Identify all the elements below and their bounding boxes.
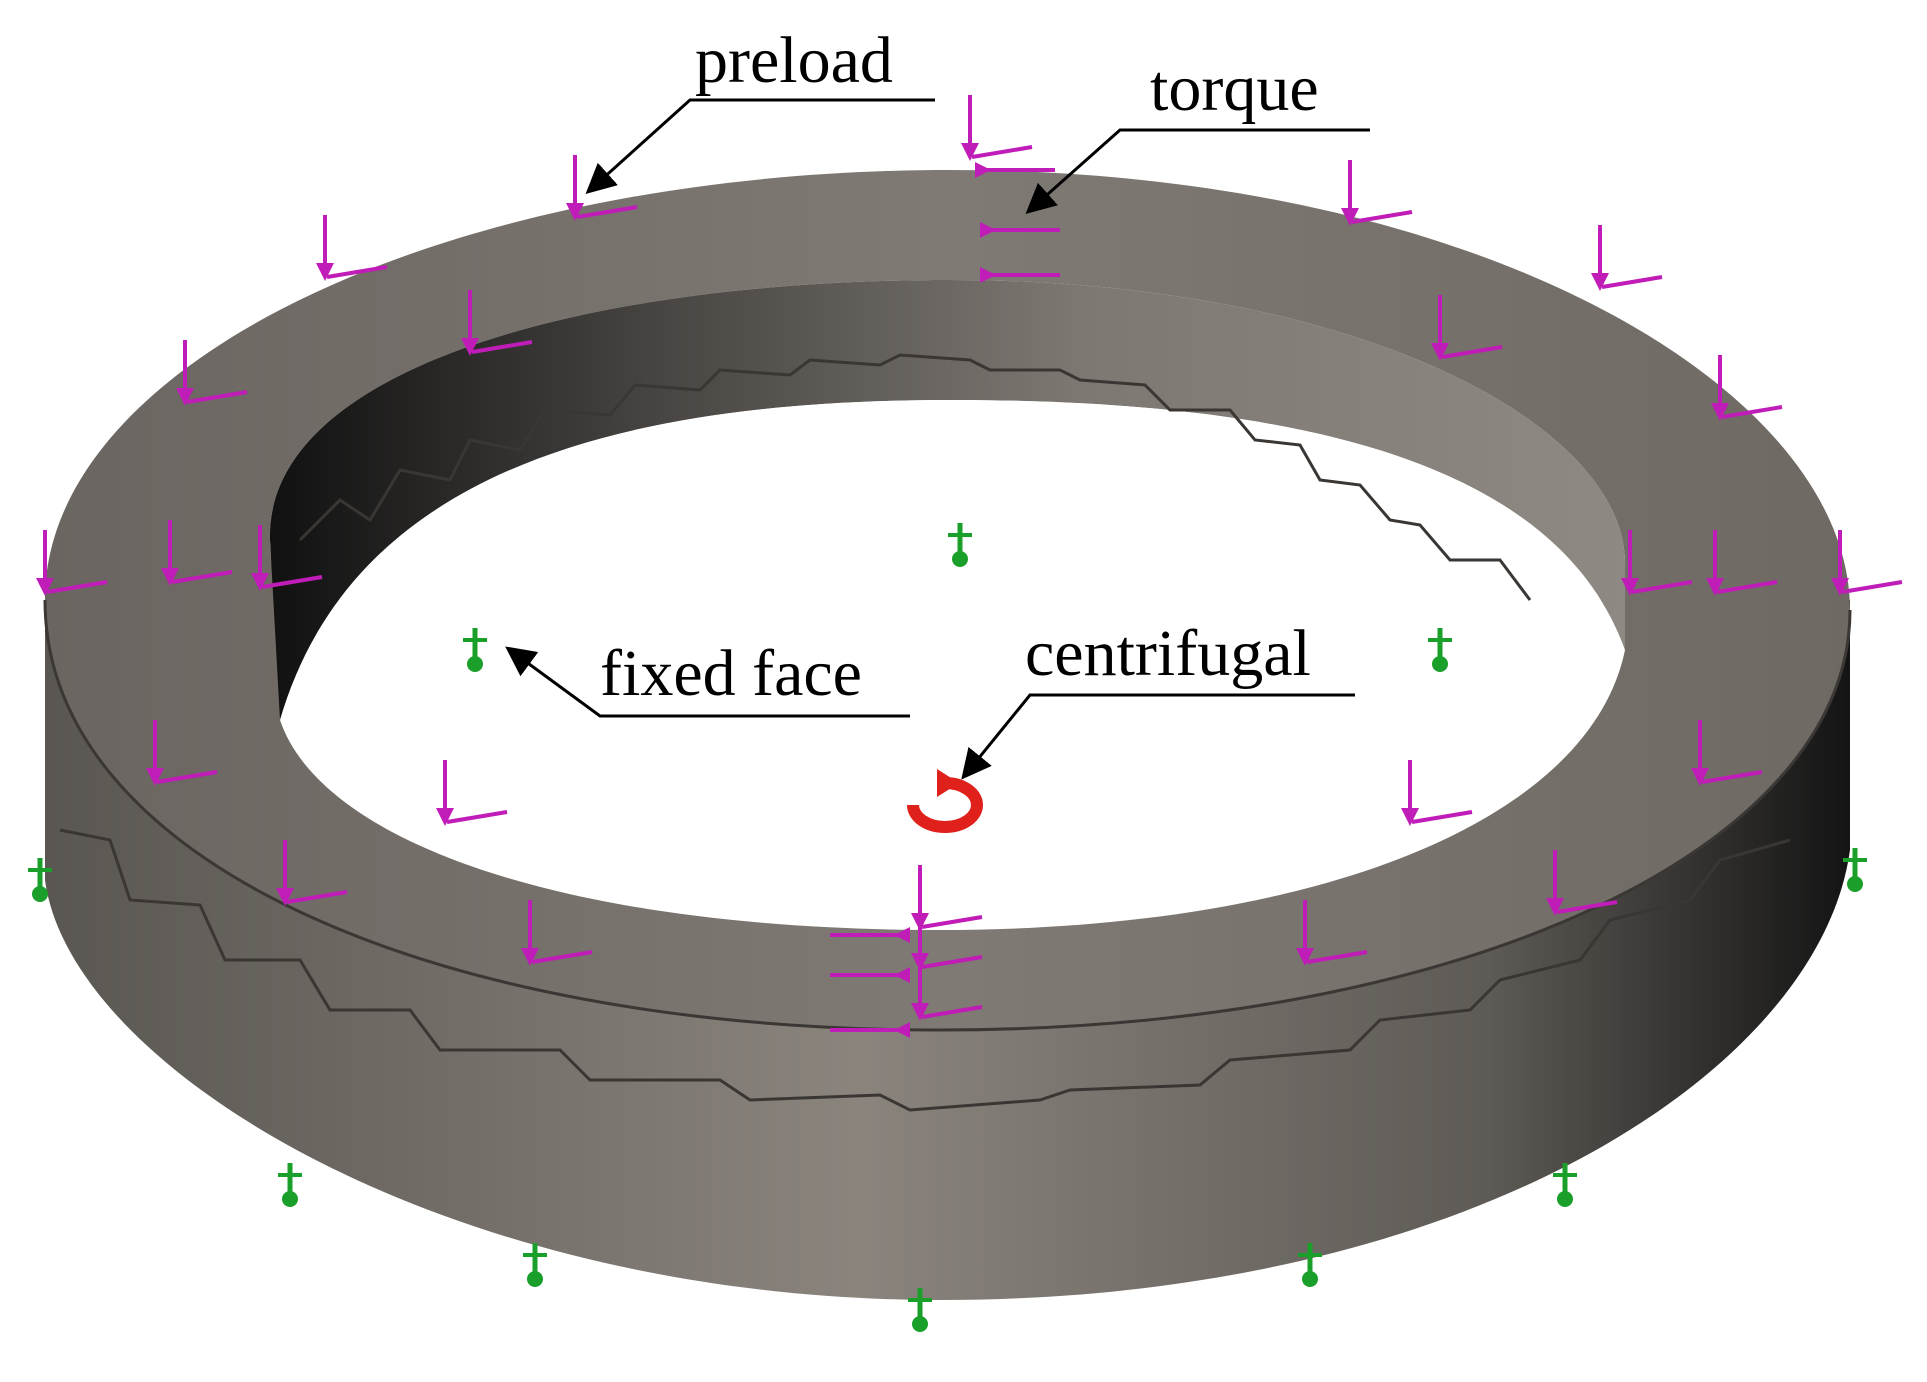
down-arrow-icon [1691,720,1763,786]
fixed-supports [28,523,1867,1332]
ring-body [43,170,1852,1300]
tangential-arrow-icon [980,267,1060,283]
down-arrow-icon [36,530,108,596]
pin-support-icon [278,1163,302,1207]
ring-top-edge [43,599,1852,1032]
down-arrow-icon [1546,850,1618,916]
tangential-arrow-icon [830,927,910,943]
pin-support-icon [523,1243,547,1287]
pin-support-icon [948,523,972,567]
callout-centrifugal: centrifugal [961,617,1355,780]
pin-support-icon [463,628,487,672]
rotation-icon [907,769,983,833]
ring-inner-opening [280,400,1625,930]
down-arrow-icon [161,520,233,586]
tangential-arrow-icon [980,222,1060,238]
down-arrow-icon [1431,295,1503,361]
tangential-arrow-icon [830,1022,910,1038]
pin-support-icon [1553,1163,1577,1207]
pin-support-icon [1428,628,1452,672]
callout-torque: torque [1025,52,1370,214]
down-arrow-icon [1591,225,1663,291]
down-arrow-icon [961,95,1033,161]
down-arrow-icon [461,290,533,356]
down-arrow-icon [1401,760,1473,826]
torque-arrows [830,162,1060,1038]
pin-support-icon [1843,848,1867,892]
inner-spline-teeth [298,353,1532,601]
down-arrow-icon [911,955,983,1021]
down-arrow-icon [146,720,218,786]
down-arrow-icon [316,215,388,281]
down-arrow-icon [1341,160,1413,226]
callout-preload: preload [585,24,935,195]
label-fixed-face: fixed face [600,637,862,710]
down-arrow-icon [1296,900,1368,966]
label-preload: preload [695,24,893,97]
down-arrow-icon [521,900,593,966]
down-arrow-icon [1706,530,1778,596]
tangential-arrow-icon [830,967,910,983]
callout-fixed-face: fixed face [505,637,910,718]
down-arrow-icon [251,525,323,591]
label-torque: torque [1150,52,1319,125]
down-arrow-icon [566,155,638,221]
preload-arrows [36,95,1903,1021]
down-arrow-icon [276,840,348,906]
down-arrow-icon [1621,530,1693,596]
down-arrow-icon [436,760,508,826]
ring-inner-wall [269,280,1625,720]
down-arrow-icon [1711,355,1783,421]
label-centrifugal: centrifugal [1025,617,1311,690]
pin-support-icon [28,858,52,902]
down-arrow-icon [176,340,248,406]
down-arrow-icon [1831,530,1903,596]
tangential-arrow-icon [975,162,1055,178]
pin-support-icon [908,1288,932,1332]
outer-spline-teeth [59,828,1791,1112]
pin-support-icon [1298,1243,1322,1287]
